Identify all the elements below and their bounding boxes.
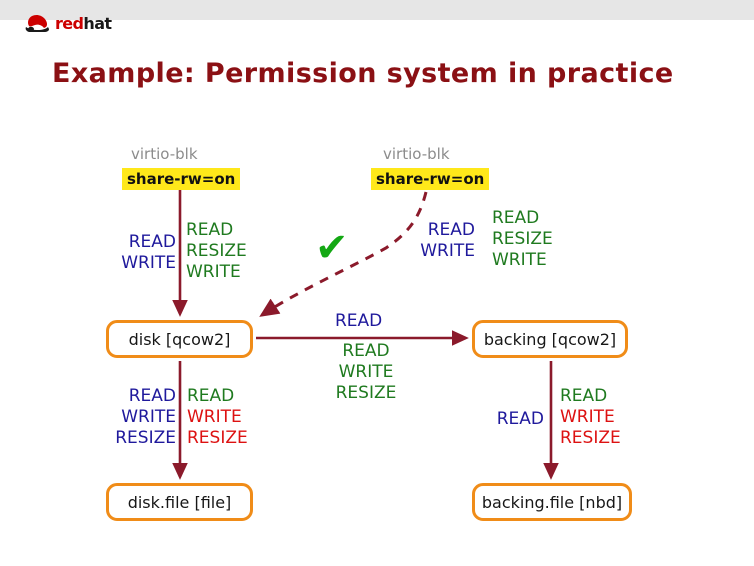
node-disk[interactable]: disk [qcow2] (106, 320, 253, 358)
page-title: Example: Permission system in practice (52, 58, 674, 89)
perm-text-conflict: RESIZE (560, 428, 621, 448)
perm-text: WRITE (338, 362, 394, 382)
device-option-1: share-rw=on (122, 168, 241, 190)
perm-text: READ (492, 208, 540, 228)
top-bar (0, 0, 754, 20)
perm-text: READ (128, 386, 176, 406)
node-backing[interactable]: backing [qcow2] (472, 320, 628, 358)
perm-disk-diskfile-shared: READ WRITE RESIZE (112, 386, 176, 449)
perm-text-conflict: WRITE (187, 407, 242, 427)
perm-text-conflict: WRITE (560, 407, 615, 427)
perm-text: READ (128, 232, 176, 252)
logo-red-text: red (55, 14, 84, 33)
perm-text: READ (560, 386, 608, 406)
perm-disk-backing-needed: READ WRITE RESIZE (330, 341, 402, 404)
perm-text: WRITE (121, 253, 176, 273)
perm-dev2-shared: READ WRITE (414, 220, 475, 262)
perm-text: RESIZE (335, 383, 397, 403)
perm-backing-backingfile-shared: READ (482, 409, 544, 430)
perm-text: READ (496, 409, 544, 429)
node-disk-file[interactable]: disk.file [file] (106, 483, 253, 521)
redhat-shadowman-icon (22, 13, 52, 35)
logo-hat-text: hat (83, 14, 112, 33)
perm-text: WRITE (186, 262, 241, 282)
perm-text-conflict: RESIZE (187, 428, 248, 448)
device-option-2: share-rw=on (371, 168, 490, 190)
perm-disk-diskfile-needed: READ WRITE RESIZE (187, 386, 248, 449)
perm-text: READ (427, 220, 475, 240)
perm-text: READ (335, 311, 383, 331)
perm-dev1-needed: READ RESIZE WRITE (186, 220, 247, 283)
redhat-wordmark: redhat (55, 14, 112, 33)
node-backing-file[interactable]: backing.file [nbd] (472, 483, 632, 521)
redhat-logo: redhat (22, 11, 152, 37)
perm-disk-backing-shared: READ (335, 311, 382, 332)
perm-backing-backingfile-needed: READ WRITE RESIZE (560, 386, 621, 449)
perm-text: RESIZE (492, 229, 553, 249)
perm-text: WRITE (420, 241, 475, 261)
perm-dev1-shared: READ WRITE (110, 232, 176, 274)
checkmark-icon: ✔ (315, 225, 349, 271)
perm-text: WRITE (121, 407, 176, 427)
perm-dev2-needed: READ RESIZE WRITE (492, 208, 553, 271)
perm-text: WRITE (492, 250, 547, 270)
perm-text: RESIZE (115, 428, 176, 448)
device-caption-1: virtio-blk (131, 145, 198, 163)
perm-text: READ (187, 386, 235, 406)
perm-text: READ (342, 341, 390, 361)
device-caption-2: virtio-blk (383, 145, 450, 163)
perm-text: RESIZE (186, 241, 247, 261)
perm-text: READ (186, 220, 234, 240)
